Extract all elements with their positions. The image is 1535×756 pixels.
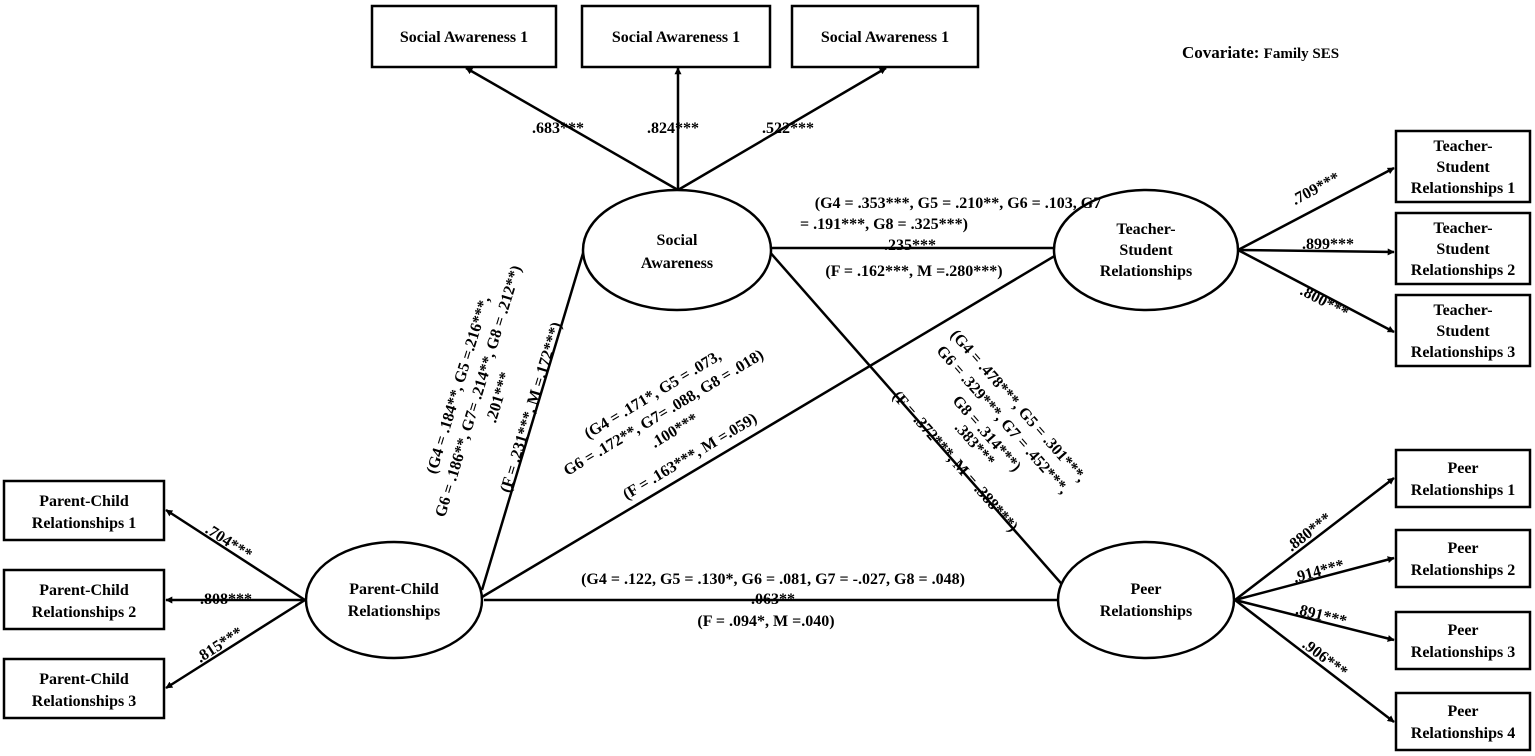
path-sa-peer-grades-2: G6 = .329***, G7 = .452***, (933, 343, 1072, 498)
svg-text:Social Awareness 1: Social Awareness 1 (400, 29, 528, 46)
latent-parent-child: Parent-Child Relationships (304, 540, 484, 660)
pc-indicator-3: Parent-Child Relationships 3 (2, 657, 166, 720)
svg-text:Relationships 1: Relationships 1 (1411, 180, 1515, 197)
svg-text:Relationships 3: Relationships 3 (1411, 644, 1515, 661)
loading-ts-3: .800*** (1297, 282, 1351, 321)
peer-indicator-3: Peer Relationships 3 (1394, 610, 1532, 671)
svg-text:Student: Student (1119, 242, 1173, 259)
loading-ts-2: .899*** (1302, 236, 1354, 253)
svg-text:Teacher-: Teacher- (1116, 221, 1175, 238)
svg-text:Peer: Peer (1447, 540, 1478, 557)
pc-indicator-1: Parent-Child Relationships 1 (2, 479, 166, 542)
loading-peer-2: .914*** (1292, 557, 1347, 587)
path-pc-peer-gender: (F = .094*, M =.040) (697, 613, 834, 630)
edge-sa-indicator-1 (465, 66, 679, 192)
path-sa-ts-grades-1: (G4 = .353***, G5 = .210**, G6 = .103, G… (815, 195, 1101, 212)
ts-indicator-3: Teacher- Student Relationships 3 (1394, 293, 1532, 368)
sa-indicator-1: Social Awareness 1 (370, 4, 558, 69)
svg-text:Relationships 3: Relationships 3 (32, 693, 136, 710)
path-pc-ts-label: (G4 = .171*, G5 = .073, G6 = .172**, G7=… (561, 346, 767, 503)
svg-text:Social: Social (657, 232, 698, 249)
edge-peer-indicator-4 (1234, 599, 1395, 723)
svg-text:Parent-Child: Parent-Child (39, 493, 129, 510)
loading-pc-2: .808*** (200, 591, 252, 608)
sa-indicator-3: Social Awareness 1 (790, 4, 980, 69)
edge-pc-to-sa (480, 229, 592, 591)
peer-indicator-1: Peer Relationships 1 (1394, 448, 1532, 509)
svg-text:Parent-Child: Parent-Child (39, 671, 129, 688)
pc-indicator-2: Parent-Child Relationships 2 (2, 568, 166, 631)
svg-text:Relationships 3: Relationships 3 (1411, 344, 1515, 361)
svg-text:Relationships: Relationships (348, 603, 440, 620)
svg-text:Student: Student (1436, 241, 1490, 258)
svg-text:Relationships 1: Relationships 1 (32, 515, 136, 532)
svg-text:Social Awareness 1: Social Awareness 1 (821, 29, 949, 46)
ts-indicator-2: Teacher- Student Relationships 2 (1394, 211, 1532, 286)
edge-pc-indicator-1 (165, 508, 306, 602)
ts-indicator-1: Teacher- Student Relationships 1 (1394, 129, 1532, 204)
path-sa-peer-label: (G4 = .478***, G5 = .301***, G6 = .329**… (889, 327, 1089, 536)
latent-peer: Peer Relationships (1056, 540, 1236, 660)
path-pc-sa-label: (G4 = .184**, G5 =.216***, G6 = .186**, … (424, 264, 566, 520)
path-pc-ts-grades-2: G6 = .172**, G7= .088, G8 = .018) (561, 346, 767, 479)
loading-peer-4: .906*** (1299, 636, 1351, 681)
svg-text:Teacher-: Teacher- (1433, 138, 1492, 155)
edge-pc-indicator-3 (165, 598, 306, 690)
svg-text:Peer: Peer (1447, 460, 1478, 477)
svg-text:Student: Student (1436, 159, 1490, 176)
edge-sa-to-peer (767, 249, 1075, 599)
loading-pc-3: .815*** (193, 624, 246, 667)
sa-indicator-2: Social Awareness 1 (580, 4, 772, 69)
edge-peer-indicator-3 (1234, 598, 1395, 642)
svg-text:Student: Student (1436, 323, 1490, 340)
loading-peer-1: .880*** (1284, 510, 1335, 555)
svg-text:Social Awareness 1: Social Awareness 1 (612, 29, 740, 46)
path-sa-ts-gender: (F = .162***, M =.280***) (825, 263, 1002, 280)
path-sa-ts-grades-2: = .191***, G8 = .325***) (800, 216, 968, 233)
svg-text:Relationships 2: Relationships 2 (1411, 562, 1515, 579)
edge-ts-indicator-3 (1237, 248, 1395, 334)
peer-indicator-4: Peer Relationships 4 (1394, 691, 1532, 752)
svg-text:Relationships 1: Relationships 1 (1411, 482, 1515, 499)
edge-ts-indicator-2 (1237, 248, 1395, 256)
path-sa-ts-coef: .235*** (884, 237, 936, 254)
svg-text:Peer: Peer (1447, 622, 1478, 639)
edge-peer-indicator-1 (1234, 477, 1395, 601)
path-pc-peer-grades: (G4 = .122, G5 = .130*, G6 = .081, G7 = … (581, 571, 965, 588)
path-pc-peer-coef: .063** (751, 591, 795, 608)
peer-indicator-2: Peer Relationships 2 (1394, 528, 1532, 589)
svg-text:Teacher-: Teacher- (1433, 220, 1492, 237)
loading-sa-3: .522*** (762, 120, 814, 137)
svg-text:Relationships 2: Relationships 2 (1411, 262, 1515, 279)
svg-text:Relationships 4: Relationships 4 (1411, 725, 1515, 742)
path-pc-sa-gender: (F = .231***, M =.172***) (497, 320, 565, 494)
svg-text:Parent-Child: Parent-Child (39, 582, 129, 599)
edge-pc-to-ts (481, 246, 1069, 599)
svg-text:Relationships 2: Relationships 2 (32, 604, 136, 621)
loading-sa-2: .824*** (647, 120, 699, 137)
loading-peer-3: .891*** (1294, 601, 1349, 630)
svg-text:Relationships: Relationships (1100, 603, 1192, 620)
svg-text:Relationships: Relationships (1100, 263, 1192, 280)
loading-ts-1: .709*** (1289, 169, 1343, 208)
svg-text:Peer: Peer (1447, 703, 1478, 720)
svg-text:Teacher-: Teacher- (1433, 302, 1492, 319)
covariate-label: Covariate: Family SES (1182, 43, 1339, 62)
svg-text:Awareness: Awareness (641, 255, 713, 272)
edge-ts-indicator-1 (1237, 166, 1395, 252)
svg-text:Peer: Peer (1130, 581, 1161, 598)
loading-pc-1: .704*** (202, 521, 255, 564)
latent-social-awareness: Social Awareness (581, 188, 773, 312)
svg-text:Parent-Child: Parent-Child (349, 581, 439, 598)
edge-sa-indicator-3 (677, 66, 887, 192)
edge-peer-indicator-2 (1234, 556, 1395, 602)
latent-teacher-student: Teacher- Student Relationships (1052, 188, 1240, 312)
loading-sa-1: .683*** (532, 120, 584, 137)
